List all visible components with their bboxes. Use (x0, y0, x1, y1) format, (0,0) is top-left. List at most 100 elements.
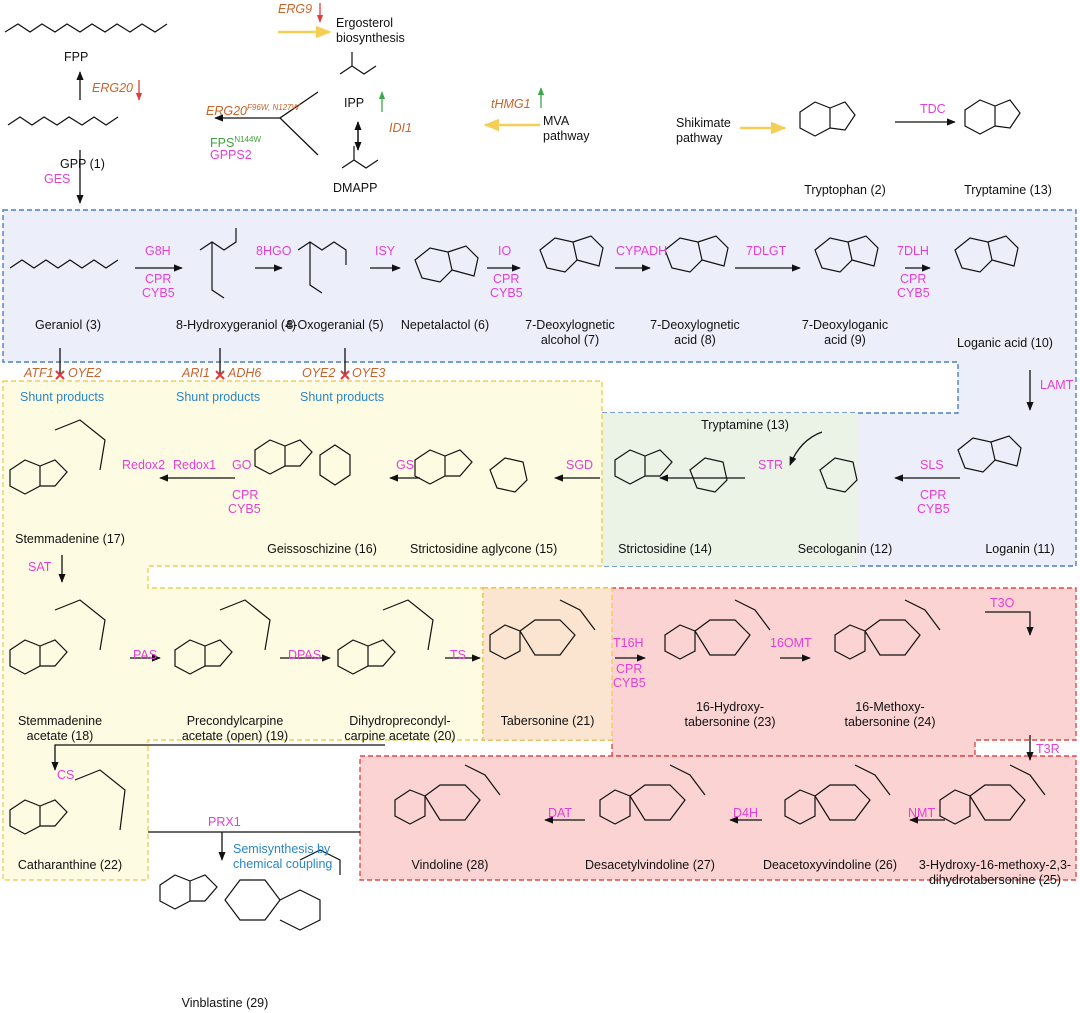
enzyme-go: GO (232, 458, 252, 472)
compound-20: Dihydroprecondyl- carpine acetate (20) (344, 714, 456, 743)
ergosterol-label: Ergosterol biosynthesis (336, 16, 405, 45)
compound-15: Strictosidine aglycone (15) (410, 542, 558, 556)
compound-8: 7-Deoxylognetic acid (8) (650, 318, 740, 347)
erg9-label: ERG9 (278, 2, 313, 16)
tabersonine-region (482, 587, 613, 741)
enzyme-cpr-a: CPR (145, 272, 172, 286)
fpp-chain (4, 23, 168, 33)
deacetoxy-mol (784, 764, 891, 825)
compound-23: 16-Hydroxy- tabersonine (23) (684, 700, 776, 729)
dmapp-mol (341, 146, 379, 169)
tryptophan-ring (799, 101, 856, 137)
enzyme-cpr-c: CPR (900, 272, 927, 286)
compound-5: 8-Oxogeranial (5) (286, 318, 384, 332)
loganin-ring (957, 435, 1022, 473)
tryptophan-label: Tryptophan (2) (804, 183, 886, 197)
compound-27: Desacetylvindoline (27) (585, 858, 715, 872)
shunt-products-3: Shunt products (300, 390, 385, 404)
gpps2-label: GPPS2 (210, 148, 252, 162)
row2-arrows (51, 431, 1034, 861)
enzyme-dat: DAT (548, 806, 573, 820)
shunt-atf1: ATF1 (24, 366, 54, 380)
compound-10: Loganic acid (10) (957, 336, 1053, 350)
oxogeranial-mol (297, 241, 347, 294)
compound-9: 7-Deoxyloganic acid (9) (801, 318, 889, 347)
thmg1-label: tHMG1 (491, 97, 531, 111)
enzyme-gs: GS (396, 458, 415, 472)
aglycone-mol (414, 449, 528, 493)
erg20-variant-sup: F96W, N127W (247, 103, 300, 112)
ges-label: GES (44, 172, 71, 186)
enzyme-ts: TS (450, 648, 466, 662)
dmapp-label: DMAPP (333, 181, 378, 195)
compound-14: Strictosidine (14) (618, 542, 712, 556)
dihydro-mol (337, 599, 434, 675)
red-region-top (482, 587, 1077, 757)
enzyme-t16h: T16H (613, 636, 644, 650)
shunt-x-marks (55, 370, 350, 380)
erg20-variant-name: ERG20 (206, 104, 247, 119)
compound-7: 7-Deoxylognetic alcohol (7) (525, 318, 615, 347)
compound-28: Vindoline (28) (411, 858, 489, 872)
enzyme-isy: ISY (375, 244, 396, 258)
geraniol-mol (9, 259, 119, 269)
shunt-oye2-a: OYE2 (68, 366, 102, 380)
compound-4: 8-Hydroxygeraniol (4) (176, 318, 297, 332)
secologanin-mol (819, 457, 858, 493)
tabersonine-mol (489, 599, 596, 660)
vinblastine-mol (159, 849, 341, 931)
fps-name: FPS (210, 136, 235, 151)
shunt-adh6: ADH6 (228, 366, 262, 380)
enzyme-sls-cpr: CPR (920, 488, 947, 502)
c9-ring (814, 235, 879, 273)
enzyme-sgd: SGD (566, 458, 594, 472)
enzyme-dpas: DPAS (288, 648, 322, 662)
tdc-label: TDC (920, 102, 946, 116)
catharanthine-mol (9, 769, 126, 835)
enzyme-go-cyb5: CYB5 (228, 502, 261, 516)
vindoline-mol (394, 764, 501, 825)
compound-21: Tabersonine (21) (500, 714, 595, 728)
enzyme-t16h-cpr: CPR (616, 662, 643, 676)
shunt-oye2-b: OYE2 (302, 366, 336, 380)
enzyme-pas: PAS (133, 648, 158, 662)
methoxytab-mol (834, 599, 941, 660)
compound-3: Geraniol (3) (35, 318, 101, 332)
enzyme-cypadh: CYPADH (616, 244, 668, 258)
enzyme-sls: SLS (920, 458, 944, 472)
enzyme-lamt: LAMT (1040, 378, 1074, 392)
compound-22: Catharanthine (22) (17, 858, 123, 872)
enzyme-t16h-cyb5: CYB5 (613, 676, 646, 690)
enzyme-str: STR (758, 458, 783, 472)
enzyme-cpr-b: CPR (493, 272, 520, 286)
desacetyl-mol (599, 764, 706, 825)
enzyme-redox2: Redox2 (122, 458, 166, 472)
tryptamine-13-ref: Tryptamine (13) (701, 418, 789, 432)
compound-17: Stemmadenine (17) (15, 532, 125, 546)
semisynthesis-note: Semisynthesis by chemical coupling (233, 842, 333, 871)
compound-18: Stemmadenine acetate (18) (17, 714, 103, 743)
erg20-variant-label: ERG20F96W, N127W (206, 100, 299, 119)
tryptamine-ring (964, 99, 1021, 135)
shunt-products-2: Shunt products (176, 390, 261, 404)
precond-mol (174, 599, 271, 675)
hydroxygeraniol-mol (199, 228, 237, 299)
compound-24: 16-Methoxy- tabersonine (24) (844, 700, 936, 729)
fps-label: FPSN144W (210, 132, 261, 151)
fpp-label: FPP (64, 50, 89, 64)
enzyme-cyb5-a: CYB5 (142, 286, 175, 300)
molecule-sketches (4, 23, 1046, 931)
row1-arrows (59, 264, 1034, 411)
compound-29: Vinblastine (29) (181, 996, 269, 1010)
c8-ring (664, 235, 729, 273)
enzyme-nmt: NMT (908, 806, 936, 820)
stemmadenine-mol (9, 419, 106, 495)
enzyme-16omt: 16OMT (770, 636, 812, 650)
top-arrows (76, 71, 956, 204)
compound-19: Precondylcarpine acetate (open) (19) (181, 714, 289, 743)
tryptamine-label: Tryptamine (13) (964, 183, 1052, 197)
compound-6: Nepetalactol (6) (400, 318, 490, 332)
stemm-acetate-mol (9, 599, 106, 675)
